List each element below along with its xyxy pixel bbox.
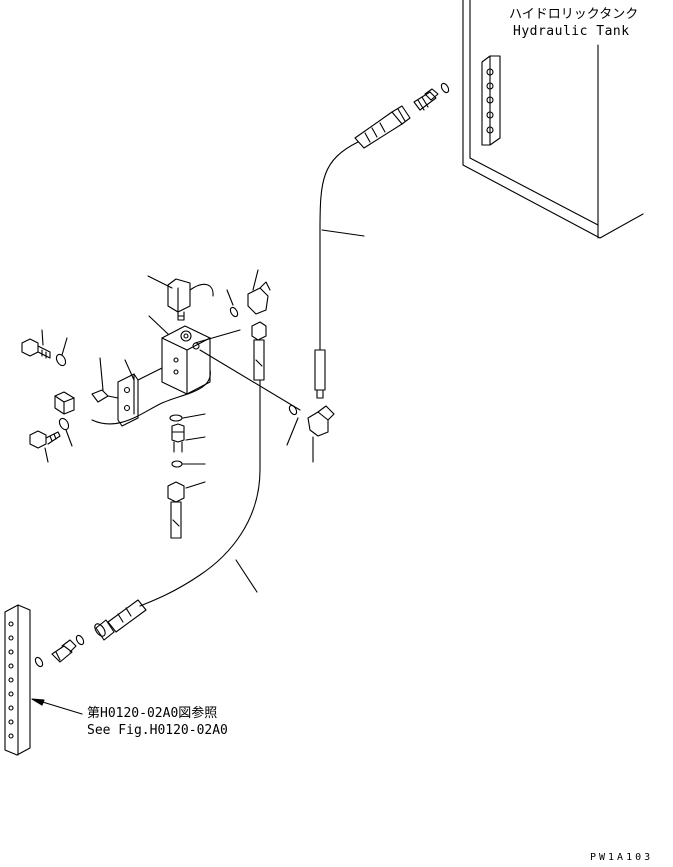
elbow-fitting-upper: [247, 269, 271, 315]
tank-connector: [413, 88, 439, 111]
bolt-upper: [21, 338, 51, 359]
reference-arrow: [31, 698, 83, 715]
leader-line: [226, 289, 234, 306]
leader-line: [41, 329, 44, 346]
leader-line: [44, 447, 49, 463]
hose-upper: [319, 141, 359, 351]
pipe-line: [194, 329, 241, 344]
washer: [58, 417, 70, 431]
bolt-lower: [29, 430, 61, 449]
left-manifold-block: [4, 604, 31, 756]
hose-end-upper: [354, 105, 411, 149]
leader-line: [185, 481, 206, 489]
leader-line: [185, 436, 206, 441]
hose-lower: [139, 379, 261, 607]
solenoid: [167, 278, 214, 321]
tank-label-english: Hydraulic Tank: [513, 24, 630, 39]
o-ring: [169, 414, 183, 422]
o-ring: [229, 306, 239, 318]
nipple-fitting: [171, 423, 185, 453]
hose-fitting-mid: [314, 349, 326, 399]
clip: [91, 389, 119, 403]
hose-end-lower: [94, 599, 147, 641]
hose-fitting-lower: [167, 481, 185, 539]
tank-manifold-block: [481, 55, 501, 146]
o-ring: [288, 404, 298, 416]
washer: [55, 353, 67, 367]
valve-block: [161, 325, 211, 395]
adapter-fitting: [51, 639, 77, 663]
leader-line: [99, 357, 104, 391]
o-ring: [34, 656, 44, 668]
o-ring: [440, 82, 450, 94]
wire: [91, 369, 211, 425]
leader-line: [182, 413, 206, 419]
bracket: [117, 367, 163, 427]
leader-line: [124, 359, 135, 381]
o-ring: [171, 460, 183, 468]
leader-line: [61, 337, 68, 356]
leader-line: [235, 559, 258, 593]
pipe-line: [199, 349, 301, 411]
leader-line: [148, 315, 169, 335]
leader-line: [147, 275, 173, 289]
hydraulic-tank: [462, 0, 644, 239]
elbow-fitting-right: [307, 405, 335, 463]
connector-block: [54, 391, 75, 415]
o-ring: [75, 634, 85, 646]
reference-label-japanese: 第H0120-02A0図参照: [87, 706, 218, 721]
leader-line: [321, 229, 365, 237]
tank-label-japanese: ハイドロリックタンク: [509, 7, 639, 22]
leader-line: [65, 429, 73, 447]
drawing-id: PW1A103: [590, 852, 654, 863]
reference-label-english: See Fig.H0120-02A0: [87, 723, 228, 738]
leader-line: [286, 417, 299, 446]
straight-hose-fitting: [251, 321, 267, 381]
